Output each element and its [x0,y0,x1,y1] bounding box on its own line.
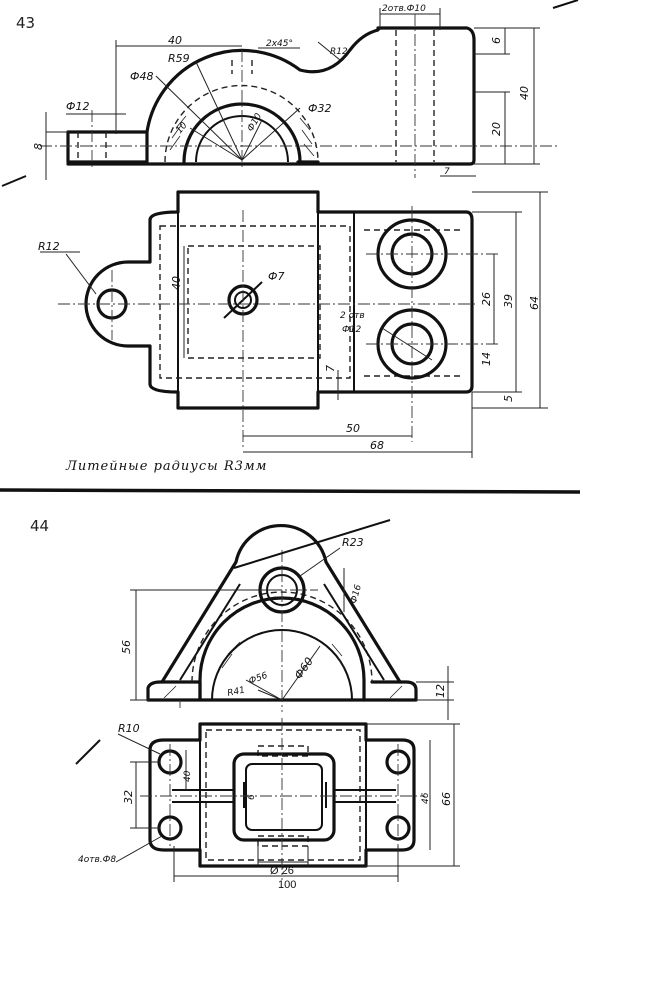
fig43-dim-14: 14 [480,352,493,366]
fig43-front-outline [66,26,476,166]
fig44-top-view [75,718,460,882]
stray-mark [75,739,101,765]
fig44-dim-r41: R41 [227,685,246,698]
leader [195,61,243,161]
stray-mark [1,175,27,187]
fig43-hidden-arc [164,84,319,163]
fig43-dim-r12: R12 [38,240,60,253]
fig44-rib-edge [323,583,385,681]
fig43-dim-8: 8 [32,143,45,150]
leader [241,107,301,161]
fig43-dim-phi12: Ф12 [66,100,89,113]
fig43-dim-26: 26 [480,292,493,306]
fig44-front-view [130,519,454,720]
fig44-dim-phi16: Ф16 [349,583,364,604]
fig44-dim-holes: 4отв.Ф8 [78,855,116,865]
fig44-body-outline [160,524,402,684]
fig44-center-window [232,752,336,842]
leader [115,835,163,863]
fig43-dim-40-height: 40 [518,86,531,100]
fig44-base [146,680,418,702]
fig43-dim-7: 7 [324,365,337,372]
fig44-hatch [163,641,403,699]
fig43-dim-phi7: Ф7 [268,270,284,283]
fig43-dim-64: 64 [528,296,541,310]
figure-number-44: 44 [30,517,50,535]
fig44-dim-100: 100 [278,879,296,891]
figure-divider [0,488,581,494]
fig44-dim-32: 32 [122,790,135,804]
fig43-dim-20: 20 [490,122,503,136]
fig44-dim-phi56: Ф56 [248,671,270,687]
fig43-inner-arc-outer [182,102,302,164]
fig44-rib-edge [179,583,241,681]
leader [155,75,243,161]
fig44-top-flange [148,722,416,868]
fig43-dim-holes-phi: Ф12 [342,325,361,335]
fig43-dim-5: 5 [502,395,515,402]
leader [281,645,321,701]
fig43-dim-50: 50 [346,422,360,435]
fig43-top-view [40,190,548,458]
fig43-top-outline [84,190,474,410]
fig43-casting-note: Литейные радиусы R3мм [65,459,267,474]
fig44-dim-12: 12 [434,684,447,698]
fig43-hidden-cavity [187,245,321,359]
fig44-dim-r23: R23 [342,536,364,549]
fig44-dim-phi26: Ø 26 [270,865,294,877]
leader [245,679,283,701]
fig43-dim-r59: R59 [168,52,190,65]
fig43-hidden-cavity [159,225,351,379]
fig43-dim-40: 40 [170,276,183,290]
fig44-hidden-slot [257,745,309,757]
fig44-dim-40: 40 [183,770,193,782]
stray-leader [233,519,391,569]
figure-number-43: 43 [16,14,36,32]
fig43-dim-holes-top: 2отв.Ф10 [382,4,426,14]
fig43-dim-phi32: Ф32 [308,102,331,115]
fig43-front-view [1,0,579,187]
fig44-dim-phi60: Ф60 [292,655,316,682]
fig43-dim-7-small: 7 [444,167,450,177]
fig43-dim-holes-label: 2 отв [340,311,365,321]
leader [189,127,243,161]
leader [117,733,161,755]
fig43-dim-phi10: Ф10 [246,112,264,134]
fig43-dim-40-width: 40 [168,34,182,47]
fig44-dim-r10: R10 [118,722,140,735]
fig43-dim-r12-top: R12 [330,47,348,57]
leader [299,547,341,577]
fig43-dim-10-inner: 10 [175,121,190,136]
fig43-dim-6: 6 [490,37,503,44]
leader [65,253,97,295]
fig43-dim-phi48: Ф48 [130,70,153,83]
fig44-dim-56: 56 [120,640,133,654]
leader [257,689,283,701]
fig43-dim-chamfer: 2x45° [266,39,293,49]
stray-mark [552,0,579,9]
fig44-hidden-outline [205,729,361,861]
leader [317,41,341,61]
fig43-dim-68: 68 [370,439,384,452]
fig44-dim-46: 46 [421,792,431,804]
fig44-dim-66: 66 [440,792,453,806]
fig44-dim-6: 6 [247,794,257,800]
leader [241,119,263,161]
fig44-center-window-inner [245,763,323,831]
fig43-dim-39: 39 [502,294,515,308]
